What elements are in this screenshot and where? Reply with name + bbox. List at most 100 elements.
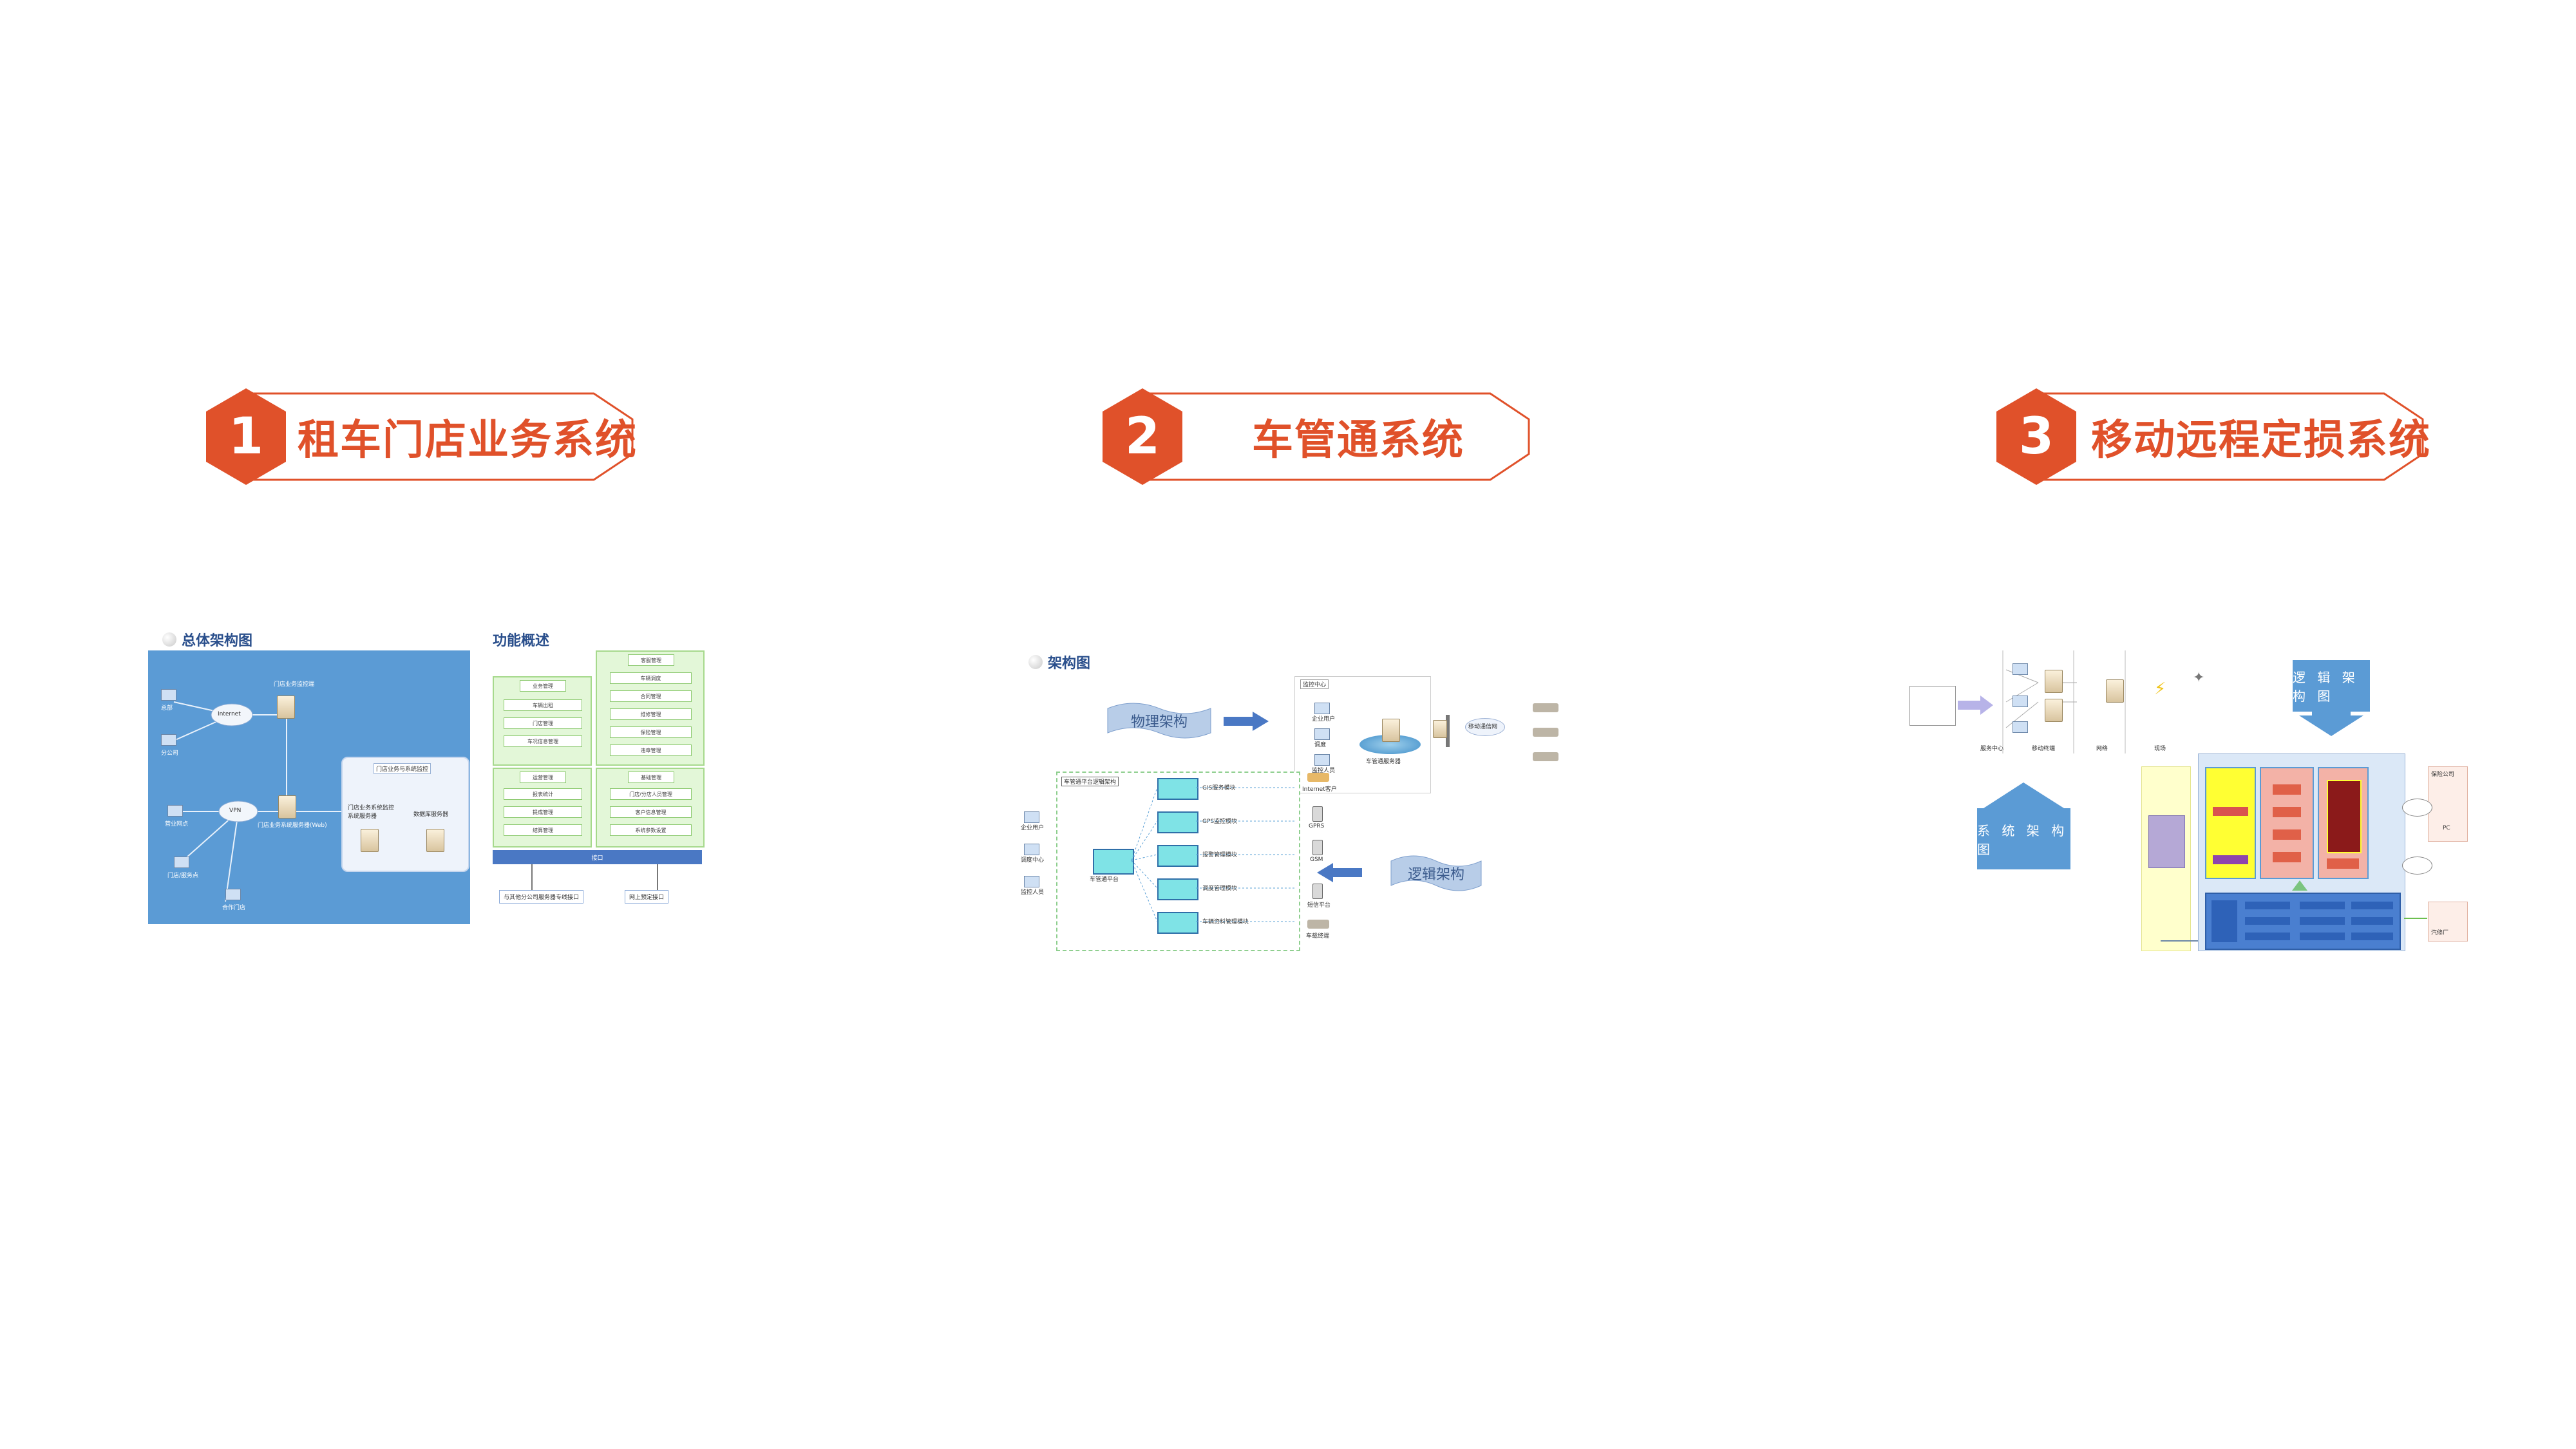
interface-link: 与其他分公司服务器专线接口 [499,890,584,904]
phone-icon [1312,806,1323,822]
truck-icon [1533,728,1558,737]
banner-shape [1103,388,1530,485]
network-cloud [1465,718,1505,736]
truck-icon [1307,920,1329,929]
building-icon [161,689,176,701]
interface-bar: 接口 [493,850,702,864]
arch-heading: 总体架构图 [162,629,252,650]
banner-shape [1996,388,2424,485]
bottom-blue-block [2205,893,2401,950]
server-icon [2106,679,2124,703]
network-lines [173,701,341,902]
car-icon [1307,773,1329,782]
right-box: 保险公司 PC [2428,766,2468,842]
pc-icon [2012,696,2028,707]
red-block [2260,767,2314,879]
section-number: 3 [2018,408,2054,466]
arch-heading: 架构图 [1028,652,1090,672]
function-overview: 业务管理 车辆出租 门店管理 车况信息管理 客服管理 车辆调度 合同管理 维修管… [493,650,705,921]
func-group: 客服管理 车辆调度 合同管理 维修管理 保险管理 违章管理 [596,650,705,766]
server-icon [278,795,296,819]
module-box [1157,912,1198,934]
panel1-diagram: 总体架构图 功能概述 Internet VPN 门店业务监控端 门店业 [148,628,708,924]
module-box [1157,811,1198,833]
banner-shape [206,388,634,485]
interface-link: 网上预定接口 [625,890,669,904]
lightning-icon: ⚡ [2154,679,2166,699]
logic-lines [1131,787,1296,922]
server-icon [361,829,379,852]
system-diagram: ⚡ ✦ 服务中心 移动终端 网络 现场 [1909,644,2219,753]
pc-icon [1024,876,1039,887]
pc-icon [2012,721,2028,733]
left-link [2161,940,2198,942]
func-group: 运营管理 报表统计 提成管理 结算管理 [493,768,592,848]
server-icon [1382,719,1400,742]
section-number: 2 [1124,408,1160,466]
building-icon [167,805,183,817]
logic-diagram: 保险公司 PC 汽修厂 [2141,753,2470,951]
module-box [1157,778,1198,800]
left-yellow-panel [2141,766,2191,951]
phone-icon [1312,840,1323,855]
db-server-icon [426,829,444,852]
green-link [2404,918,2427,919]
up-arrow-icon [2292,880,2307,891]
pc-icon [1024,811,1039,823]
pc-icon [1314,703,1330,714]
module-box [1157,878,1198,900]
logical-box: 车管通平台逻辑架构 车管通平台 GIS服务模块 GPS监控模块 报警管理模块 调… [1056,772,1300,951]
server-icon [1433,720,1447,738]
cloud-icon [2402,799,2432,817]
server-label: 门店业务监控端 [274,681,315,688]
phone-icon [1312,884,1323,899]
server-icon [2045,699,2063,722]
right-box: 汽修厂 [2428,902,2468,942]
truck-icon [1533,703,1558,712]
func-group: 基础管理 门店/分店人员管理 客户信息管理 系统参数设置 [596,768,705,848]
logic-callout: 逻 辑 架 构 图 [2293,660,2370,737]
main-frame [2198,753,2405,951]
logical-arch-wave: 逻辑架构 [1388,853,1484,893]
system-lines [1958,650,2126,753]
center-label: 门店业务系统服务器(Web) [258,822,327,829]
pc-icon [2012,663,2028,675]
panel2-diagram: 架构图 物理架构 逻辑架构 监控中心 企业用户 调度 监控人员 车管通服务器 移… [1021,644,1575,953]
system-callout: 系 统 架 构 图 [1977,782,2070,869]
section-banner-3: 3 移动远程定损系统 [1991,388,2431,485]
interface-lines [657,864,658,890]
section-title: 移动远程定损系统 [2091,417,2431,464]
monitor-group: 门店业务与系统监控 门店业务系统监控系统服务器 数据库服务器 [341,757,469,872]
building-icon [174,857,189,868]
physical-arch-wave: 物理架构 [1104,701,1214,741]
interface-lines [531,864,533,890]
building-icon [161,734,176,746]
arrow-right-icon [1224,712,1269,731]
net-label: Internet [218,711,241,717]
dark-red-block [2318,767,2369,879]
section-title: 车管通系统 [1252,417,1464,464]
truck-icon [1533,752,1558,761]
panel3-diagram: ⚡ ✦ 服务中心 移动终端 网络 现场 逻 辑 架 构 图 系 统 架 构 图 [1909,644,2470,953]
section-number: 1 [228,408,264,466]
cloud-icon [2402,857,2432,875]
tower-icon [1446,715,1450,747]
pc-icon [1024,844,1039,855]
pc-icon [1314,728,1330,740]
func-group: 业务管理 车辆出租 门店管理 车况信息管理 [493,676,592,766]
section-banner-2: 2 车管通系统 [1097,388,1535,485]
hub-box [1093,849,1134,875]
bullet-icon [1028,655,1043,669]
section-banner-1: 1 租车门店业务系统 [201,388,639,485]
section-title: 租车门店业务系统 [298,417,638,464]
user-group-box [1909,686,1956,726]
pc-icon [1314,754,1330,766]
yellow-block [2205,767,2256,879]
building-icon [225,889,241,900]
net-label: VPN [229,808,242,814]
satellite-icon: ✦ [2193,670,2205,686]
server-icon [277,696,295,719]
arrow-left-icon [1317,863,1362,882]
func-heading: 功能概述 [493,633,550,649]
module-box [1157,845,1198,867]
